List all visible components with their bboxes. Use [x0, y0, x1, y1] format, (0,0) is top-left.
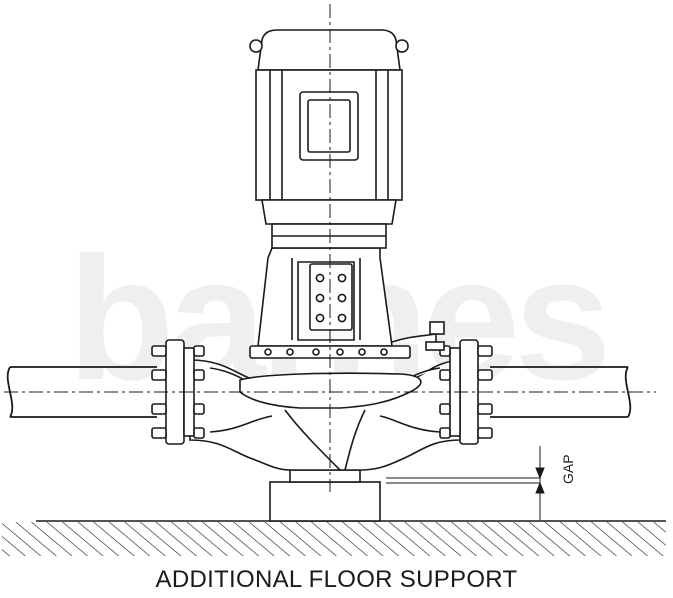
motor: [249, 29, 409, 249]
pump-casing: [189, 359, 461, 471]
floor: [2, 520, 666, 556]
motor-bracket: [249, 247, 445, 359]
outlet-pipe: [490, 366, 632, 418]
right-flange: [439, 339, 493, 445]
floor-support-block: [269, 469, 381, 522]
center-lines: [4, 4, 656, 492]
gap-dimension: [386, 446, 545, 520]
gap-label: GAP: [560, 454, 576, 484]
diagram-caption: ADDITIONAL FLOOR SUPPORT: [155, 566, 518, 593]
